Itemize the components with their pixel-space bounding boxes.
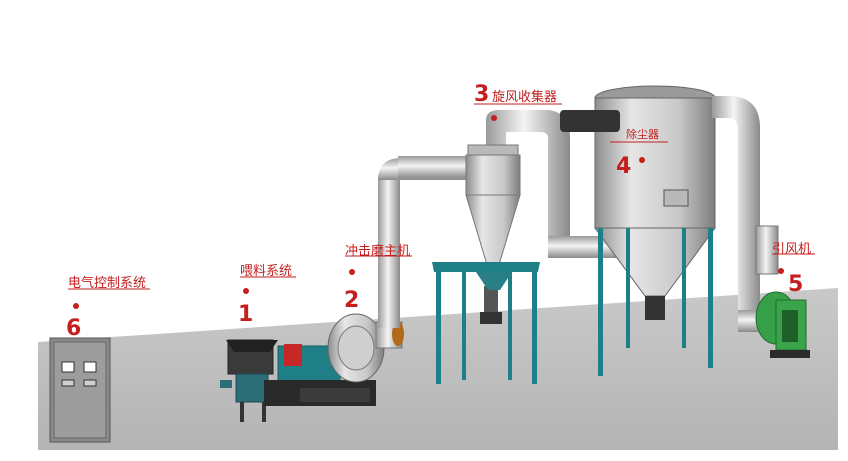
label-4-text: 除尘器 (626, 128, 659, 141)
label-6-text: 电气控制系统 (68, 276, 147, 291)
control-cabinet (49, 337, 111, 443)
label-4-number: 4 (616, 154, 632, 179)
label-6-number: 6 (66, 316, 82, 341)
conveying-pipe (378, 156, 472, 328)
label-1-text: 喂料系统 (240, 264, 293, 279)
label-5-number: 5 (788, 272, 804, 297)
label-3-number: 3 (474, 82, 490, 107)
feeding-system (220, 339, 278, 422)
label-2-text: 冲击磨主机 (345, 244, 411, 259)
dust-collector (560, 85, 716, 320)
label-3-text: 旋风收集器 (492, 90, 558, 105)
label-leaders (68, 103, 815, 309)
dust-collector-stand (598, 228, 713, 376)
label-5-text: 引风机 (772, 242, 812, 257)
cyclone-stand (432, 262, 540, 384)
induced-draft-fan (755, 225, 810, 358)
cyclone-collector (465, 110, 570, 324)
label-1-number: 1 (238, 302, 254, 327)
label-2-number: 2 (344, 288, 360, 313)
